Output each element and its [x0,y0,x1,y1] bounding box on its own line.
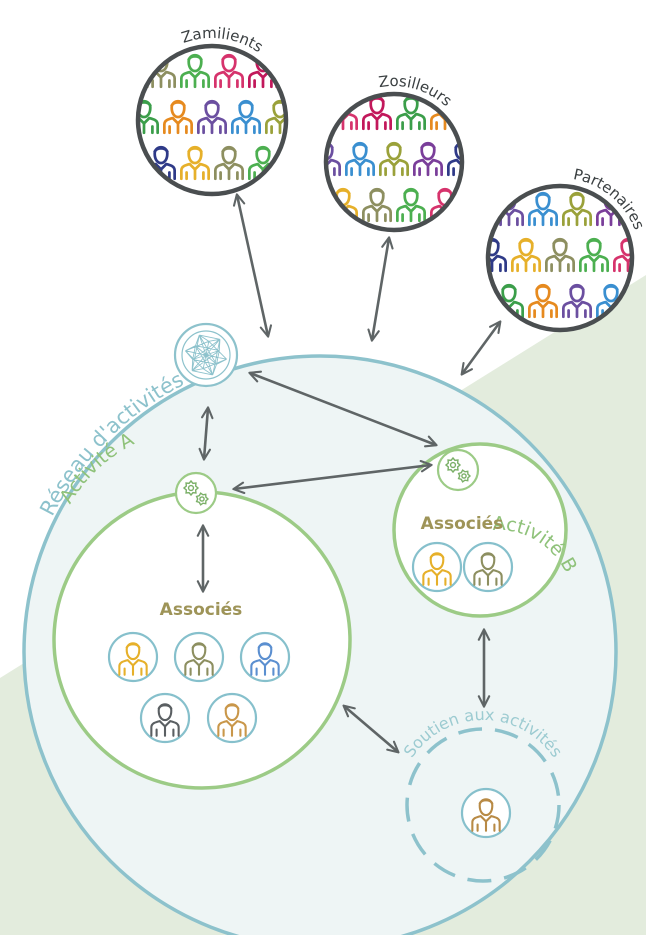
activity-b-associates-label: Associés [421,514,504,534]
arrow-zamilients-network [232,193,273,338]
activity-a-associates [107,631,291,744]
community-partenaires [485,183,635,333]
associate-avatar [139,692,191,744]
arrow-partenaires-network [460,320,502,376]
associate-avatar [462,541,514,593]
arrow-activity-a-activity-b [232,459,433,495]
support-person-avatar [460,787,512,839]
activity-b-gears-icon [436,448,480,492]
activity-b-associates [411,541,514,593]
network-globe-icon [173,322,239,388]
support-circle [405,727,561,883]
activity-a-associates-label: Associés [160,600,243,620]
arrow-zosilleurs-network [367,236,394,342]
associate-avatar [206,692,258,744]
associate-avatar [411,541,463,593]
associate-avatar [173,631,225,683]
associate-avatar [107,631,159,683]
arrow-network-activity-b [248,370,438,448]
activity-a-gears-icon [174,471,218,515]
arrow-activity-a-support [342,704,400,754]
arrow-network-activity-a [198,406,214,461]
community-zosilleurs [323,91,465,233]
connection-arrows [196,193,502,754]
associate-avatar [239,631,291,683]
